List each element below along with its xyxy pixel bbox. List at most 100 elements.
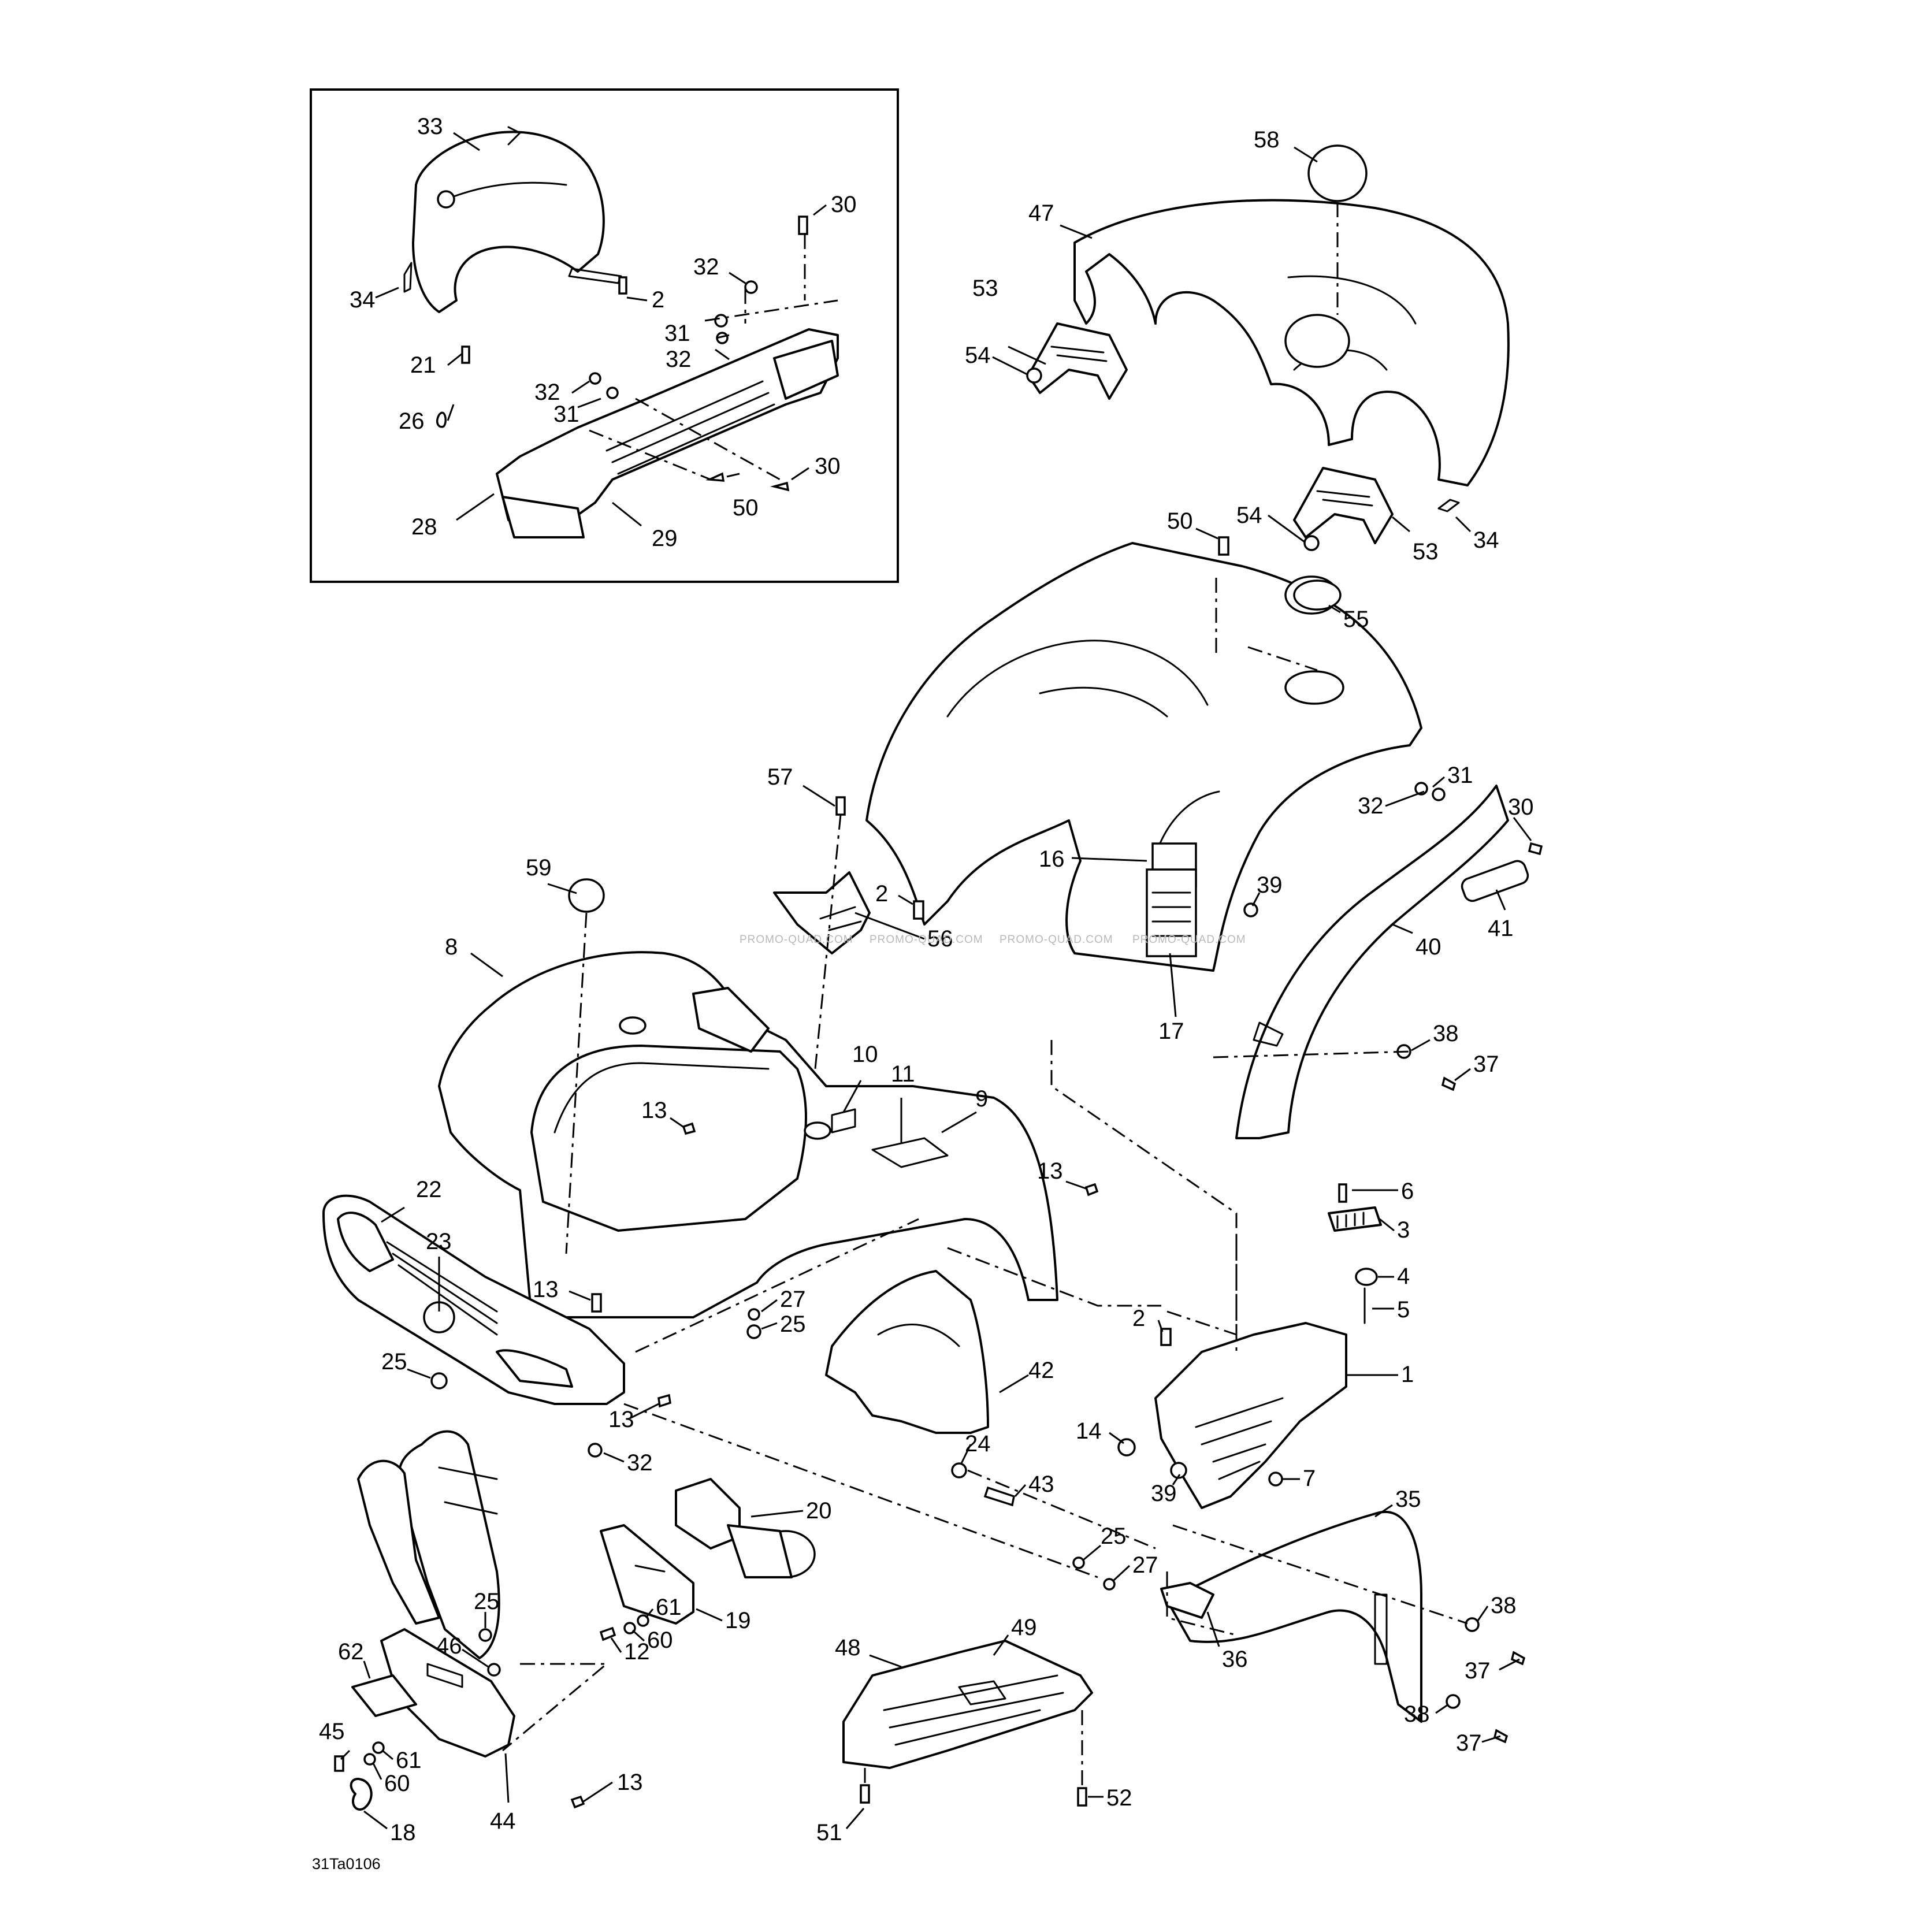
bolt-45 [334, 1755, 344, 1772]
bolt-13-skid [570, 1795, 585, 1809]
callout: 31 [553, 402, 579, 427]
callout: 53 [1413, 539, 1439, 564]
watermark-row: PROMO-QUAD.COM PROMO-QUAD.COM PROMO-QUAD… [740, 934, 1246, 946]
rear-handle-left [1027, 322, 1128, 400]
callout: 59 [526, 855, 552, 880]
callout: 53 [972, 276, 998, 301]
callout: 48 [835, 1635, 861, 1660]
callout: 37 [1473, 1052, 1499, 1077]
inset-hardware [403, 216, 808, 492]
callout: 13 [533, 1277, 559, 1302]
bolt-12 [599, 1626, 616, 1641]
winch-mount-19 [600, 1524, 694, 1625]
rear-cover [1073, 199, 1510, 486]
callout: 60 [384, 1771, 410, 1796]
callout: 50 [733, 495, 759, 521]
callout: 25 [381, 1349, 407, 1374]
nut-46 [487, 1663, 501, 1677]
callout: 43 [1028, 1472, 1054, 1497]
inset-frame [310, 88, 899, 583]
callout: 50 [1167, 508, 1193, 534]
washer-38-a [1465, 1617, 1480, 1632]
callout: 32 [1358, 793, 1384, 819]
nut-7 [1268, 1472, 1283, 1487]
callout: 54 [965, 343, 991, 368]
callout: 35 [1395, 1487, 1421, 1512]
decal-17 [1146, 868, 1197, 957]
screw-6 [1338, 1183, 1347, 1203]
callout: 6 [1401, 1179, 1414, 1204]
watermark: PROMO-QUAD.COM [740, 934, 853, 946]
callout: 16 [1039, 846, 1065, 872]
rear-fender-35 [1160, 1510, 1422, 1723]
washer-4 [1355, 1268, 1378, 1286]
callout: 34 [1473, 527, 1499, 553]
callout: 5 [1397, 1297, 1410, 1322]
callout: 21 [410, 352, 436, 378]
callout-labels: 33 30 32 2 34 31 32 21 32 31 26 30 50 28… [319, 114, 1534, 1845]
screw-50 [1218, 536, 1229, 556]
callout: 45 [319, 1719, 345, 1744]
callout: 39 [1257, 872, 1283, 898]
callout: 38 [1491, 1593, 1517, 1618]
front-bumper-22 [322, 1194, 625, 1405]
footrest-step-3 [1328, 1206, 1382, 1232]
washer-27-body [748, 1308, 760, 1321]
callout: 7 [1303, 1466, 1316, 1491]
callout: 38 [1404, 1701, 1430, 1727]
callout: 2 [652, 287, 664, 313]
front-body-8 [438, 951, 1058, 1318]
watermark: PROMO-QUAD.COM [1000, 934, 1113, 946]
bolt-52 [1077, 1787, 1087, 1807]
callout: 56 [927, 926, 953, 952]
nut-25-body [746, 1324, 761, 1339]
callout: 58 [1254, 127, 1280, 153]
screw-37-c [1441, 1076, 1457, 1091]
callout: 13 [641, 1098, 667, 1123]
winch-20 [675, 1478, 816, 1578]
decal-41 [1461, 860, 1529, 902]
callout: 13 [608, 1407, 634, 1432]
washer-39-rear [1243, 902, 1258, 917]
callout: 20 [806, 1498, 832, 1524]
callout: 49 [1011, 1615, 1037, 1640]
nut-25-guard [478, 1628, 492, 1642]
callout: 51 [816, 1820, 842, 1845]
cap-55 [1293, 579, 1342, 611]
hook-18 [350, 1778, 373, 1811]
cap-59 [568, 878, 605, 913]
watermark: PROMO-QUAD.COM [870, 934, 983, 946]
washer-60-mount [623, 1622, 636, 1634]
callout: 19 [725, 1608, 751, 1633]
screw-37-a [1510, 1651, 1526, 1666]
callout: 10 [852, 1042, 878, 1067]
rear-handle-right [1293, 467, 1394, 544]
screw-2-body [913, 900, 924, 920]
callout: 1 [1401, 1362, 1414, 1387]
callout: 46 [436, 1633, 462, 1659]
callout: 14 [1076, 1418, 1102, 1444]
decal-34-rear [1437, 499, 1460, 512]
washer-27-lower [1103, 1578, 1116, 1591]
callout: 44 [490, 1808, 516, 1834]
screw-13-c [591, 1293, 602, 1313]
callout: 9 [975, 1086, 988, 1112]
bolt-51 [860, 1784, 870, 1804]
callout: 8 [445, 934, 458, 960]
callout: 13 [1037, 1158, 1063, 1184]
callout: 33 [417, 114, 443, 139]
watermark: PROMO-QUAD.COM [1132, 934, 1246, 946]
callout: 40 [1415, 934, 1441, 960]
callout: 60 [647, 1628, 673, 1653]
washer-31-side [1432, 787, 1446, 801]
callout: 37 [1465, 1658, 1491, 1684]
callout: 38 [1433, 1021, 1459, 1046]
callout: 18 [390, 1820, 416, 1845]
screw-13-b [1084, 1183, 1099, 1197]
rear-nut-54-right [1303, 535, 1320, 551]
callout: 54 [1236, 503, 1262, 528]
washer-38-b [1446, 1694, 1461, 1709]
screw-13-a [682, 1122, 696, 1135]
callout: 12 [624, 1639, 650, 1665]
nut-25-lower [1072, 1556, 1085, 1569]
